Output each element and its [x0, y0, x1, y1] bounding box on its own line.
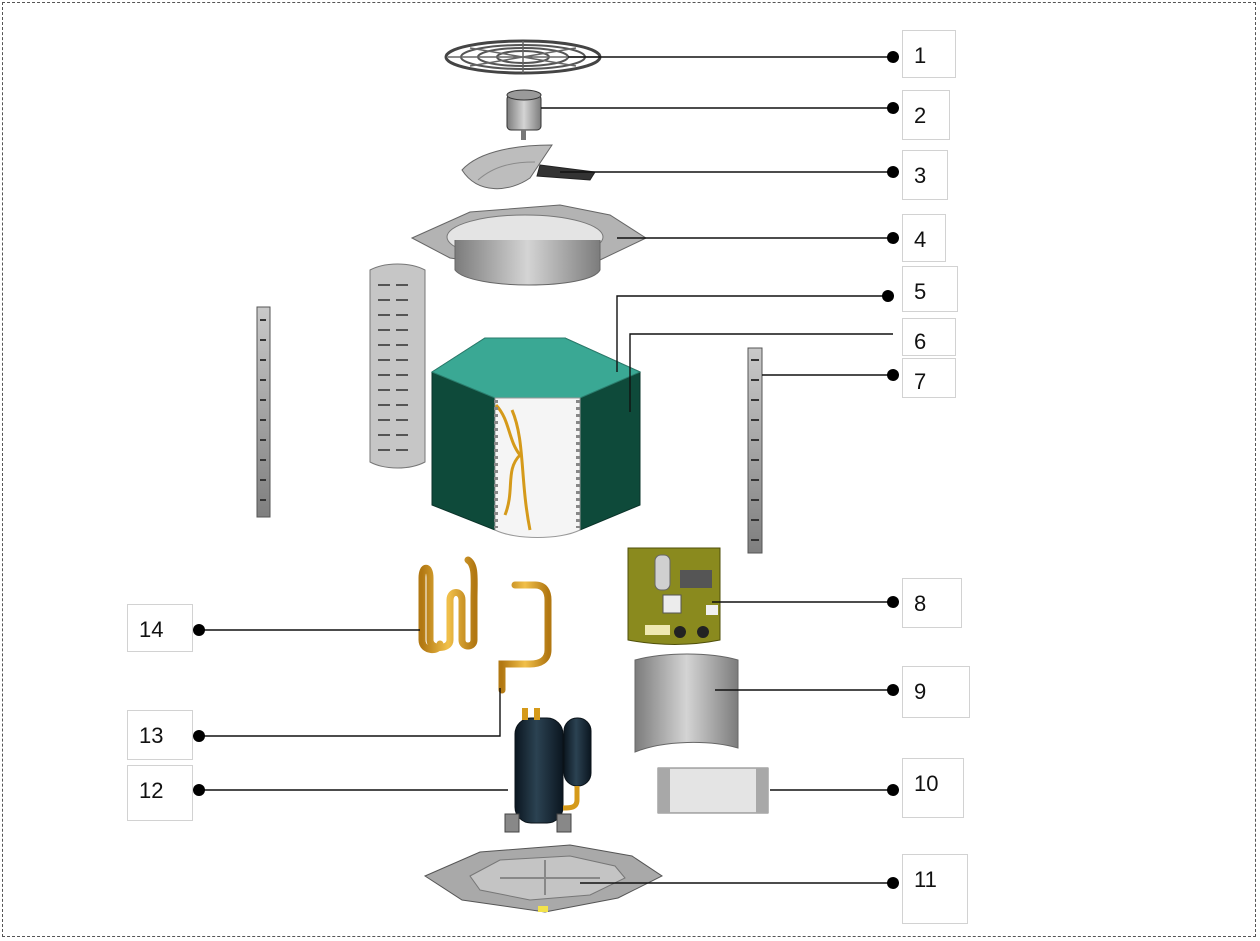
callout-1: 1: [902, 30, 956, 78]
leader-lines: [199, 56, 893, 884]
callout-11: 11: [902, 854, 968, 924]
leader-dots: [193, 51, 899, 889]
callout-5: 5: [902, 266, 958, 312]
callout-9: 9: [902, 666, 970, 718]
control-board-part: [627, 547, 721, 645]
callout-2: 2: [902, 90, 950, 140]
callout-12: 12: [127, 765, 193, 821]
compressor-part: [504, 708, 592, 833]
callout-3: 3: [902, 150, 948, 200]
callout-4: 4: [902, 214, 946, 262]
suction-pipe-part: [418, 556, 478, 653]
callout-6: 6: [902, 318, 956, 356]
condenser-coil-part: [430, 337, 642, 538]
base-pan-part: [423, 844, 663, 913]
fan-motor-part: [506, 89, 542, 140]
access-panel-part: [657, 767, 769, 814]
callout-14: 14: [127, 604, 193, 652]
callout-10: 10: [902, 758, 964, 818]
callout-7: 7: [902, 358, 956, 398]
right-side-rail-part: [747, 347, 763, 554]
electrical-cover-part: [634, 653, 739, 753]
left-side-rail-part: [256, 306, 271, 518]
louver-panel-part: [369, 263, 426, 469]
callout-13: 13: [127, 710, 193, 760]
discharge-pipe-part: [498, 581, 552, 694]
callout-8: 8: [902, 578, 962, 628]
fan-blade-part: [461, 144, 596, 190]
top-cover-part: [410, 204, 648, 286]
